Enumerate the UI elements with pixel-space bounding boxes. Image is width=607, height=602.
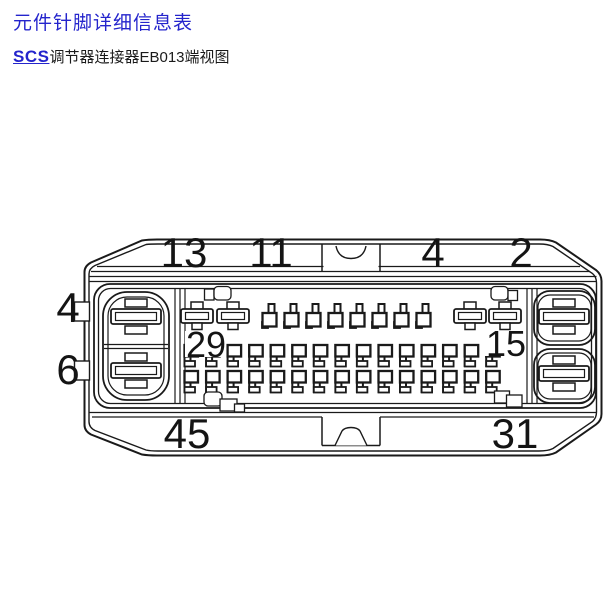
pin xyxy=(334,343,351,368)
cavity-latches-top xyxy=(203,285,519,302)
top-band-lines xyxy=(89,265,597,283)
subtitle-text: 调节器连接器EB013端视图 xyxy=(49,49,230,66)
pin-label-left-4: 4 xyxy=(56,284,79,331)
pin-label-bottom-45: 45 xyxy=(164,410,211,457)
pin-label-middle-15: 15 xyxy=(486,323,526,364)
pin-label-top-4: 4 xyxy=(421,229,444,276)
pin-row-bottom xyxy=(183,369,501,394)
scs-link[interactable]: SCS xyxy=(13,47,50,66)
pin xyxy=(370,302,388,330)
pin xyxy=(398,343,415,368)
pin-label-left-6: 6 xyxy=(56,346,79,393)
pin xyxy=(282,302,300,330)
subtitle: SCS调节器连接器EB013端视图 xyxy=(13,46,230,67)
pin xyxy=(463,369,480,394)
pin xyxy=(248,343,264,368)
pin-label-top-11: 11 xyxy=(249,229,293,276)
pin xyxy=(377,343,394,368)
pin-label-top-2: 2 xyxy=(509,229,532,276)
pin xyxy=(260,302,278,330)
pin xyxy=(248,369,264,394)
pin xyxy=(355,369,372,394)
pin xyxy=(269,343,286,368)
pin xyxy=(414,302,432,330)
blade-terminal-right-bottom xyxy=(538,355,590,392)
cavity-outline-outer xyxy=(93,283,597,409)
right-compartment xyxy=(533,290,596,404)
pin xyxy=(420,343,437,368)
top-key-tab xyxy=(321,244,381,272)
pin xyxy=(348,302,366,330)
page-title: 元件针脚详细信息表 xyxy=(13,12,194,34)
pin xyxy=(291,343,307,368)
pin xyxy=(441,343,458,368)
pin xyxy=(183,369,200,394)
cavity-outline-inner xyxy=(97,287,593,405)
pin xyxy=(355,343,372,368)
divider-walls xyxy=(174,289,538,403)
pin-label-middle-29: 29 xyxy=(186,324,226,365)
pin xyxy=(304,302,322,330)
top-dome xyxy=(335,245,367,260)
pin xyxy=(377,369,394,394)
blade-terminal-4 xyxy=(110,298,162,335)
left-compartment xyxy=(102,291,170,401)
pin xyxy=(269,369,286,394)
pin-labels: 13 11 4 2 4 6 29 15 45 31 xyxy=(56,229,538,457)
pin xyxy=(463,343,480,368)
bottom-dome xyxy=(334,426,368,446)
pin-row-top xyxy=(180,301,522,331)
pin xyxy=(453,301,487,331)
bottom-band-lines xyxy=(89,411,597,418)
blade-terminal-6 xyxy=(110,352,162,389)
blade-terminal-right-top xyxy=(538,298,590,335)
pin xyxy=(441,369,458,394)
pin xyxy=(312,369,329,394)
pin xyxy=(312,343,329,368)
pin-row-middle xyxy=(183,343,501,368)
pin xyxy=(334,369,351,394)
pin-label-top-13: 13 xyxy=(161,229,208,276)
housing-outline-outer xyxy=(83,238,603,457)
pin-label-bottom-31: 31 xyxy=(492,410,539,457)
pin xyxy=(291,369,307,394)
housing-outline-inner xyxy=(88,243,598,452)
bottom-key-tab xyxy=(321,417,381,447)
pin xyxy=(398,369,415,394)
connector-housing xyxy=(73,238,603,457)
pin xyxy=(326,302,344,330)
pin xyxy=(392,302,410,330)
cavity-latches-bottom xyxy=(203,390,523,413)
left-edge-bumps xyxy=(73,301,91,381)
pin xyxy=(485,369,501,394)
pin xyxy=(420,369,437,394)
pin xyxy=(204,369,221,394)
pin xyxy=(226,343,243,368)
pin xyxy=(226,369,243,394)
